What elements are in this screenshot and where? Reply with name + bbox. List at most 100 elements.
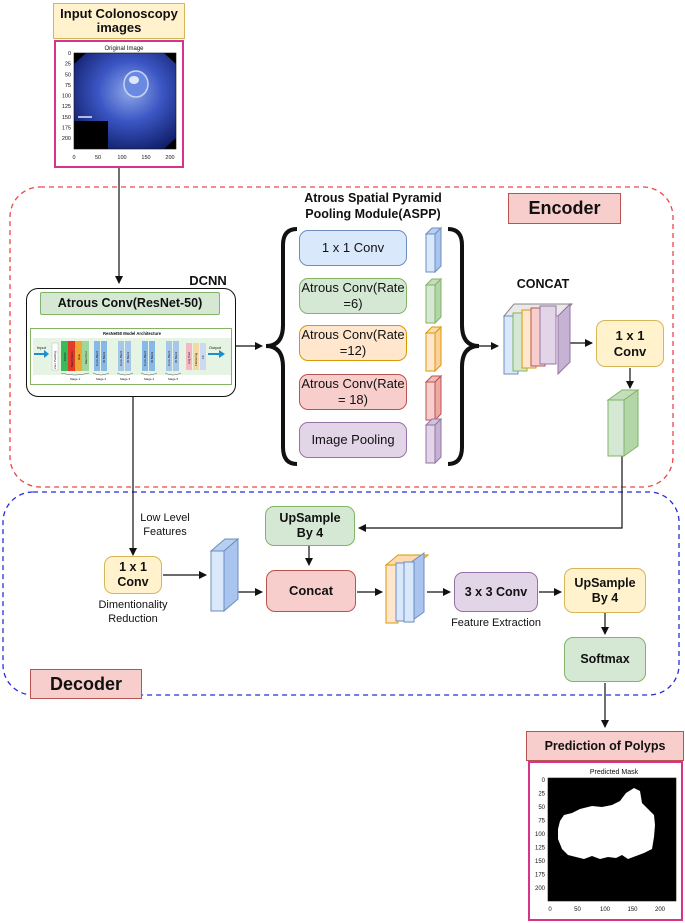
resnet-max-pool: Max Pool [84,351,88,364]
resnet-stage-4: Stage 4 [144,377,155,381]
aspp-feature-map-blue [424,226,443,274]
aspp-branch-rate-18-label: Atrous Conv(Rate = 18) [301,376,405,407]
decoder-concat: Concat [266,570,356,612]
decoder-upsample-1: UpSample By 4 [265,506,355,546]
resnet-conv-block-3: Conv Block [119,350,123,366]
output-plot-title: Predicted Mask [590,769,639,776]
decoder-title-box: Decoder [30,669,142,699]
dimensionality-reduction-label: Dimentionality Reduction [98,599,168,625]
decoder-softmax-label: Softmax [580,652,630,666]
output-x-tick-4: 200 [655,907,666,913]
resnet-stage-3: Stage 3 [120,377,131,381]
decoder-1x1-conv-label: 1 x 1 Conv [117,560,149,589]
resnet-stage-2: Stage 2 [96,377,107,381]
resnet-id-block-3: ID Block [126,351,130,363]
input-y-tick-2: 50 [65,72,71,78]
decoder-3x3-conv: 3 x 3 Conv [454,572,538,612]
output-y-tick-1: 25 [538,792,545,798]
input-y-tick-5: 125 [62,104,71,110]
aspp-branch-rate-12: Atrous Conv(Rate =12) [299,325,407,361]
input-title-box: Input Colonoscopy images [53,3,185,39]
encoder-title-box: Encoder [508,193,621,224]
encoder-1x1-conv-label: 1 x 1 Conv [613,327,647,359]
decoder-3x3-conv-label: 3 x 3 Conv [464,584,528,599]
aspp-branch-1x1-conv-label: 1 x 1 Conv [321,240,385,256]
encoder-title: Encoder [528,198,601,218]
aspp-branch-1x1-conv: 1 x 1 Conv [299,230,407,266]
resnet-conv: CONV [63,352,67,361]
decoder-concat-label: Concat [288,583,334,599]
resnet-output: Output [209,345,222,350]
decoder-region [2,491,680,696]
output-y-tick-3: 75 [538,819,545,825]
decoder-concat-feature-map [384,552,430,624]
output-x-tick-0: 0 [548,907,552,913]
resnet-id-block-4: ID Block [150,351,154,363]
output-mask-polyp [558,788,655,859]
dcnn-label: DCNN [189,273,227,288]
encoder-1x1-conv: 1 x 1 Conv [596,320,664,367]
decoder-upsample-2-label: UpSample By 4 [574,575,636,605]
output-title: Prediction of Polyps [544,739,666,753]
resnet-zero-padding: Zero Padding [53,351,57,369]
aspp-feature-map-orange [424,325,443,373]
encoder-region [9,186,674,488]
decoder-upsample-2: UpSample By 4 [564,568,646,613]
resnet-architecture: ResNet50 Model Architecture Input Zero P… [30,328,232,385]
aspp-feature-map-red [424,374,443,422]
aspp-feature-map-green [424,277,443,325]
input-x-tick-1: 50 [95,155,101,161]
output-y-tick-4: 100 [535,832,546,838]
input-y-tick-8: 200 [62,136,71,142]
input-x-tick-4: 200 [165,155,174,161]
output-title-box: Prediction of Polyps [526,731,684,761]
input-x-tick-3: 150 [141,155,150,161]
aspp-branch-image-pooling-label: Image Pooling [311,432,395,448]
input-y-tick-3: 75 [65,83,71,89]
output-x-tick-3: 150 [627,907,638,913]
input-y-tick-1: 25 [65,62,71,68]
backbone-label-box: Atrous Conv(ResNet-50) [40,292,220,315]
input-y-tick-7: 175 [62,125,71,131]
resnet-input: Input [37,345,47,350]
decoder-upsample-1-label: UpSample By 4 [279,511,341,540]
input-plot-title: Original Image [104,46,144,52]
output-y-tick-0: 0 [542,778,546,784]
resnet-avg-pool: Avg Pool [187,352,191,364]
resnet-conv-block-2: Conv Block [95,350,99,366]
aspp-branch-rate-6: Atrous Conv(Rate =6) [299,278,407,314]
resnet-flattening: Flattening [194,352,198,366]
input-x-tick-0: 0 [72,155,75,161]
input-y-tick-6: 150 [62,115,71,121]
resnet-title: ResNet50 Model Architecture [103,331,162,336]
resnet-fc: FC [201,354,205,359]
resnet-conv-block-4: Conv Block [143,350,147,366]
resnet-batch-norm: Batch Norm [70,351,74,367]
aspp-right-brace [447,227,480,466]
low-level-feature-map [209,537,240,613]
output-y-tick-2: 50 [538,805,545,811]
resnet-conv-block-5: Conv Block [167,350,171,366]
feature-extraction-label: Feature Extraction [451,617,541,629]
aspp-feature-map-purple [424,417,443,465]
decoder-softmax: Softmax [564,637,646,682]
resnet-id-block-2: ID Block [102,351,106,363]
aspp-branch-image-pooling: Image Pooling [299,422,407,458]
input-y-tick-4: 100 [62,94,71,100]
resnet-stage-5: Stage 5 [168,377,179,381]
output-y-tick-7: 175 [535,873,546,879]
resnet-relu: Relu [77,353,81,360]
encoder-output-feature-map [606,389,640,457]
aspp-title: Atrous Spatial Pyramid Pooling Module(AS… [304,191,442,221]
output-x-tick-2: 100 [600,907,611,913]
decoder-1x1-conv: 1 x 1 Conv [104,556,162,594]
output-y-tick-6: 150 [535,859,546,865]
aspp-left-brace [265,227,298,466]
backbone-label: Atrous Conv(ResNet-50) [57,296,203,310]
aspp-branch-rate-6-label: Atrous Conv(Rate =6) [301,280,405,311]
